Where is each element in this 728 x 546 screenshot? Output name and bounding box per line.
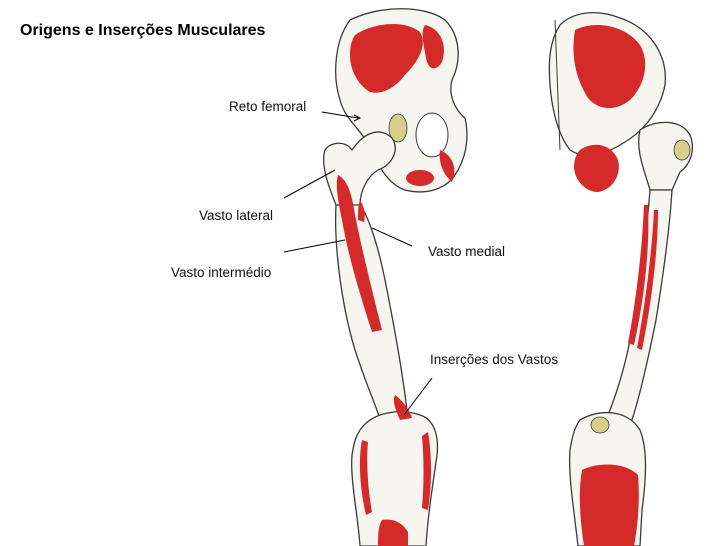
leader-vasto-intermedio [283,239,346,253]
gastrocnemius-origin [579,464,639,546]
label-vasto-intermedio: Vasto intermédio [171,265,272,280]
leader-lines [283,111,433,416]
patellar-insertion-right [422,432,431,510]
linea-aspera-insertions [628,205,649,345]
pubic-cartilage [388,113,408,143]
figure-title: Origens e Inserções Musculares [20,22,266,39]
leader-insercoes-vastos [403,377,433,416]
leader-reto-femoral [321,111,359,119]
label-vasto-medial: Vasto medial [428,244,506,259]
patellar-insertion-left [359,440,372,515]
insercao-vastos [393,395,412,420]
leader-vasto-lateral [283,169,336,199]
sacral-margin [554,19,561,151]
label-insercoes-vastos: Inserções dos Vastos [430,352,559,367]
leader-reto-femoral-arrow [353,114,362,122]
gluteal-origin [422,25,445,69]
label-reto-femoral: Reto femoral [229,99,307,114]
pubic-muscle-origin [406,170,434,186]
gluteus-origin [573,25,646,109]
posterior-knee-cartilage [590,416,610,434]
label-vasto-lateral: Vasto lateral [199,208,274,223]
vasto-intermedio-origin [336,175,382,332]
obturator-foramen [415,112,449,158]
posterior-femur-view [548,12,694,546]
anterior-femur-view [323,8,468,546]
posterior-head-cartilage [673,139,691,161]
tibia-insertion [378,519,408,546]
femur-condyles [351,411,439,546]
linea-aspera-insertions-2 [637,210,658,350]
vasto-medial-origin [358,200,365,222]
iliacus-origin [350,24,423,93]
ischial-muscle-origin [574,144,619,192]
leader-vasto-medial [371,227,413,247]
adductor-origin [439,150,455,182]
posterior-femur-head [638,121,694,191]
